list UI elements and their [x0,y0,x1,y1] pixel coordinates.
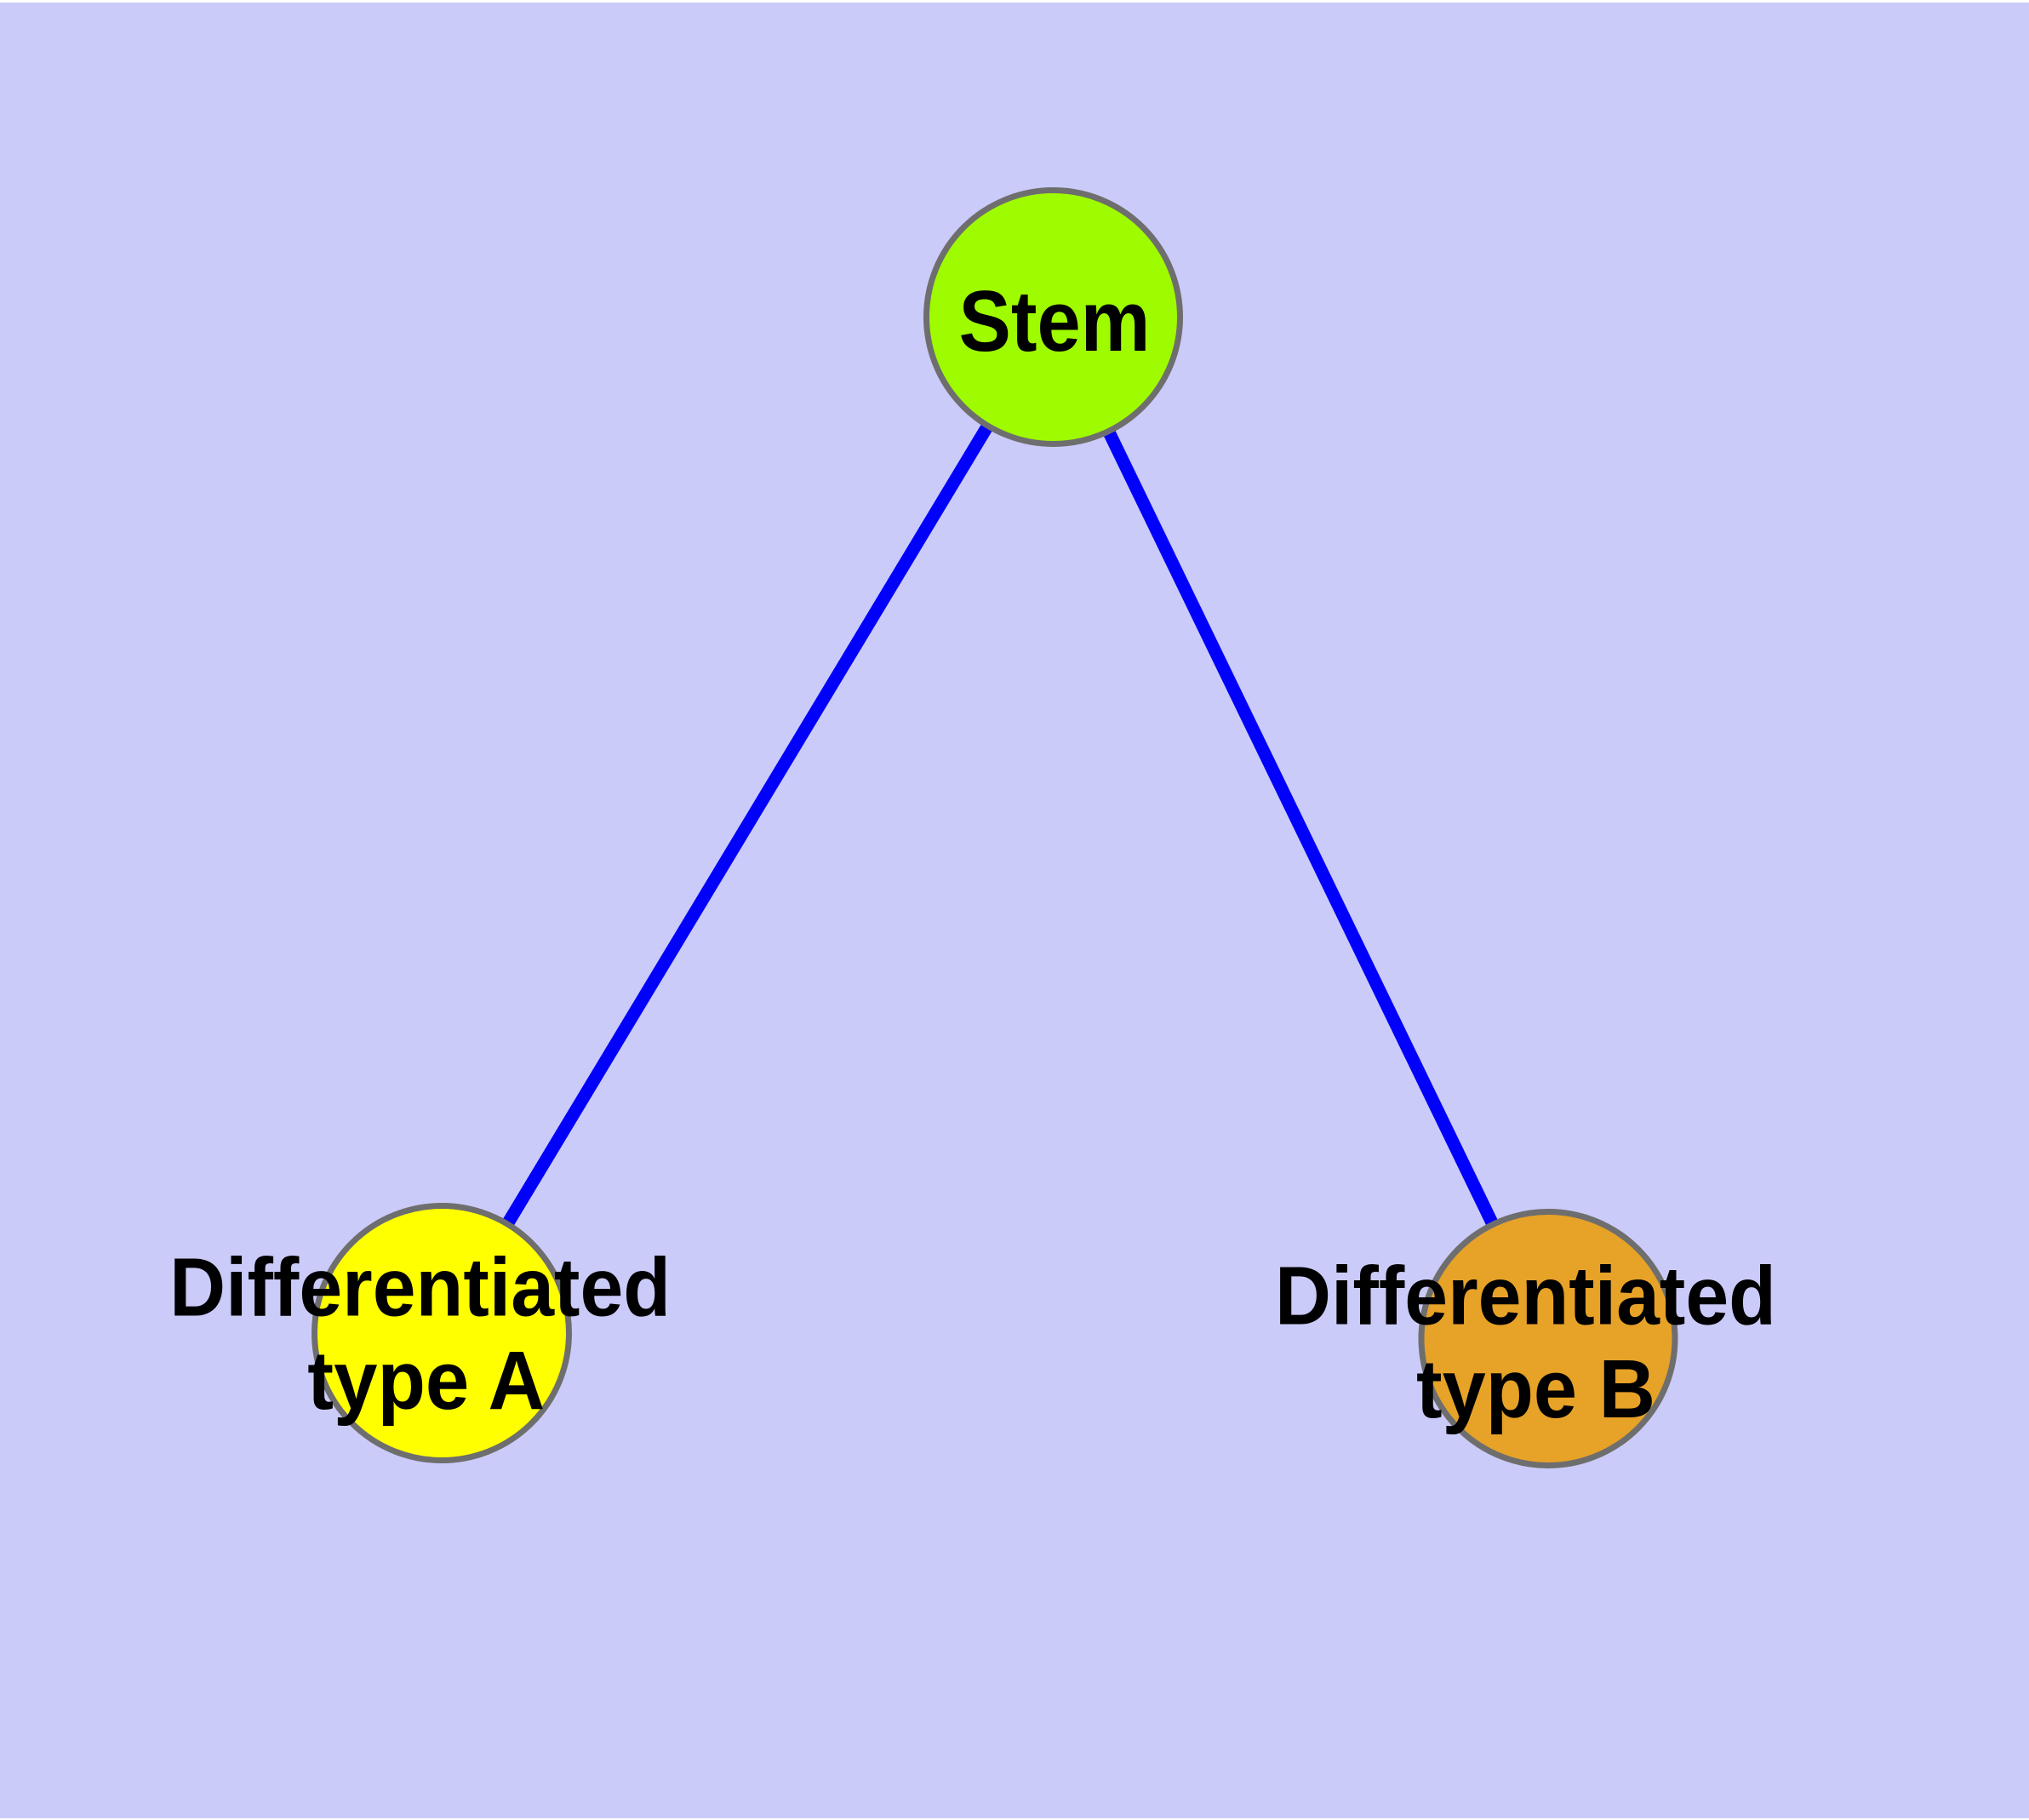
svg-text:Differentiated: Differentiated [1275,1250,1776,1342]
svg-text:type B: type B [1416,1342,1655,1435]
svg-text:Stem: Stem [959,274,1151,369]
svg-text:type A: type A [307,1334,545,1427]
svg-text:Differentiated: Differentiated [169,1241,671,1334]
